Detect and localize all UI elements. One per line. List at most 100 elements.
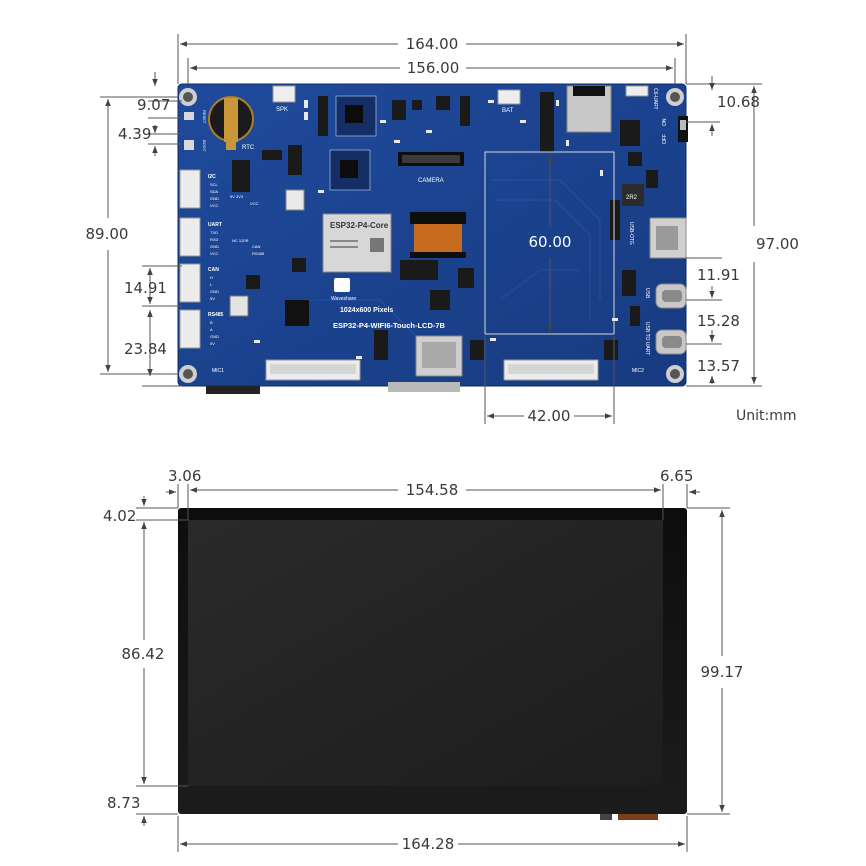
model-label: ESP32-P4-WIFI6-Touch-LCD-7B xyxy=(333,321,446,330)
usb-to-uart-port: USB TO UART xyxy=(644,322,687,355)
mounting-hole-tl xyxy=(179,88,197,106)
svg-text:2R2: 2R2 xyxy=(626,195,638,201)
mic1-label: MIC1 xyxy=(212,368,224,374)
chip-label: ESP32-P4-Core xyxy=(330,221,389,230)
bat-connector: BAT xyxy=(497,89,521,114)
dim-screen-region-height: 60.00 xyxy=(529,233,572,251)
mounting-hole-bl xyxy=(179,365,197,383)
i2c-pin: SCL xyxy=(210,182,219,187)
nc-120r-label: NC 120R xyxy=(232,238,249,243)
dim-screen-region-width: 42.00 xyxy=(528,407,571,425)
bat-label: BAT xyxy=(502,108,514,114)
rs485-header: RS485 B A GND 5V xyxy=(179,309,224,349)
can-header: CAN H L GND 5V xyxy=(179,263,219,303)
bottom-dimension-lines xyxy=(136,484,730,852)
can-pin: 5V xyxy=(210,296,215,301)
dim-right-border: 6.65 xyxy=(660,467,693,485)
rtc-battery-holder: RTC xyxy=(208,96,255,151)
i2c-pin: GND xyxy=(210,196,219,201)
uart-title: UART xyxy=(208,222,222,228)
usb-port: USB xyxy=(644,283,687,309)
pcb-board: RTC SPK RESET BOOT xyxy=(177,83,688,394)
uart-pin: GND xyxy=(210,244,219,249)
dim-total-width: 164.28 xyxy=(402,835,455,853)
rtc-label: RTC xyxy=(242,145,255,151)
i2c-header: I2C SCL SDA GND VCC xyxy=(179,169,219,209)
gpio-header-right xyxy=(503,359,599,381)
reset-label: RESET xyxy=(202,110,207,124)
can-pin: H xyxy=(210,275,213,280)
rs485-switch-label: RS485 xyxy=(252,251,265,256)
dim-left-hole-offset: 9.07 xyxy=(137,96,170,114)
dip-switch xyxy=(229,295,249,317)
usb-to-uart-label: USB TO UART xyxy=(644,322,650,355)
i2c-pin: SDA xyxy=(210,189,219,194)
off-label: OFF xyxy=(662,134,668,144)
rs485-title: RS485 xyxy=(208,312,224,318)
display-fpc-connector xyxy=(410,212,466,258)
esp32-p4-core-module: ESP32-P4-Core xyxy=(322,213,392,273)
rs485-pin: GND xyxy=(210,334,219,339)
unit-label: Unit:mm xyxy=(736,408,797,424)
camera-label: CAMERA xyxy=(418,178,444,184)
spk-connector: SPK xyxy=(272,85,296,113)
dim-hole-spacing-y: 89.00 xyxy=(86,225,129,243)
dim-usb-uart-offset: 13.57 xyxy=(697,357,740,375)
mounting-hole-tr xyxy=(666,88,684,106)
uart-pin: VCC xyxy=(210,251,219,256)
sd-card-tab xyxy=(388,382,460,392)
rs485-pin: 5V xyxy=(210,341,215,346)
c6-module xyxy=(566,85,612,133)
dim-hole-spacing-x: 156.00 xyxy=(407,59,460,77)
boot-label: BOOT xyxy=(202,140,207,152)
screen-region-box xyxy=(484,151,615,335)
dim-boot-offset: 4.39 xyxy=(118,125,151,143)
usb-otg-label: USB-OTG xyxy=(628,222,634,245)
ic-chip xyxy=(285,300,309,326)
dim-usb-otg-offset: 11.91 xyxy=(697,266,740,284)
waveshare-logo: Waveshare xyxy=(331,278,356,302)
dim-rs485-offset: 23.84 xyxy=(124,340,167,358)
dim-usb-offset: 15.28 xyxy=(697,312,740,330)
dim-total-height: 99.17 xyxy=(701,663,744,681)
v5-v33-label: 5V 3V3 xyxy=(230,194,244,199)
i2c-title: I2C xyxy=(208,174,216,180)
edge-connector xyxy=(206,386,260,394)
dim-overall-height: 97.00 xyxy=(756,235,799,253)
dim-top-border: 4.02 xyxy=(103,507,136,525)
reset-button xyxy=(184,112,194,120)
uart-pin: TXD xyxy=(210,230,218,235)
i2c-pin: VCC xyxy=(210,203,219,208)
dim-bottom-border: 8.73 xyxy=(107,794,140,812)
dim-active-width: 154.58 xyxy=(406,481,459,499)
mic2-label: MIC2 xyxy=(632,368,644,374)
uart-pin: RXD xyxy=(210,237,219,242)
rs485-pin: B xyxy=(210,320,213,325)
brand-label: Waveshare xyxy=(331,296,356,302)
uart-header: UART TXD RXD GND VCC xyxy=(179,217,222,257)
camera-connector: CAMERA xyxy=(398,152,464,184)
inductor: 2R2 xyxy=(622,184,644,206)
sd-card-slot xyxy=(415,335,463,377)
dim-overall-width: 164.00 xyxy=(406,35,459,53)
power-switch: ON OFF xyxy=(662,116,688,144)
c6-uart-label: C6-UART xyxy=(652,88,658,110)
lcd-panel xyxy=(178,508,687,820)
on-label: ON xyxy=(662,118,668,126)
spk-label: SPK xyxy=(276,107,288,113)
dim-right-top-offset: 10.68 xyxy=(717,93,760,111)
can-switch-label: CAN xyxy=(252,244,261,249)
fpc-tail-2 xyxy=(618,814,658,820)
pixels-label: 1024x600 Pixels xyxy=(340,307,393,314)
connector-white xyxy=(285,189,305,211)
can-pin: GND xyxy=(210,289,219,294)
gpio-header-left xyxy=(265,359,361,381)
rs485-pin: A xyxy=(210,327,213,332)
lcd-active-area xyxy=(188,520,663,786)
top-dimension-lines xyxy=(100,34,762,424)
dim-left-border: 3.06 xyxy=(168,467,201,485)
dim-can-offset: 14.91 xyxy=(124,279,167,297)
vcc-label: VCC xyxy=(250,201,259,206)
boot-button xyxy=(184,140,194,150)
